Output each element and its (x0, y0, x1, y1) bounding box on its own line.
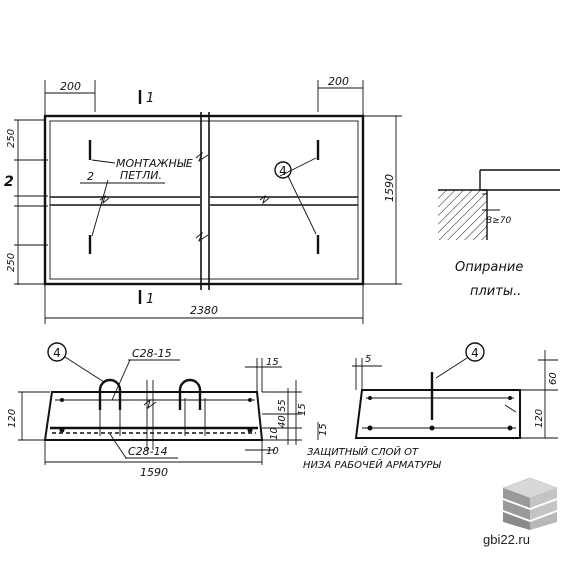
dim-15b: 15 (297, 403, 308, 416)
note-line2: НИЗА РАБОЧЕЙ АРМАТУРЫ (303, 458, 441, 471)
dim-15-top: 15 (266, 357, 279, 368)
break-mark-plan-bottom (195, 231, 209, 243)
section-short: 4 5 60 120 (352, 342, 559, 439)
section-loop-left (98, 378, 122, 410)
watermark-logo (502, 477, 558, 530)
callout-circle-short (465, 342, 485, 362)
section-mark-bottom: 1 (146, 292, 154, 307)
section-short-outline (354, 389, 521, 439)
section-mark-top: 1 (146, 91, 154, 106)
dim-5: 5 (365, 354, 371, 365)
dim-120-short: 120 (534, 409, 545, 428)
bar-label-c28-14: С28-14 (128, 445, 168, 458)
callout-number-short: 4 (471, 346, 479, 360)
support-detail: B≥70 Опирание плиты.. (438, 169, 560, 299)
callout-number-plan: 4 (279, 164, 287, 178)
dim-10a: 10 (269, 427, 280, 440)
support-caption-line1: Опирание (455, 260, 523, 275)
section-long: 4 С28-15 С28-14 120 1590 15 55 40 10 (7, 342, 441, 479)
dim-250-bottom: 250 (6, 253, 17, 272)
dim-10b: 10 (266, 446, 279, 457)
dim-55: 55 (277, 399, 288, 412)
dim-200-left: 200 (60, 80, 81, 93)
support-caption-line2: плиты.. (470, 284, 521, 299)
dim-2380: 2380 (190, 304, 218, 317)
loop-label-line1: МОНТАЖНЫЕ (116, 157, 193, 170)
plan-view: 4 МОНТАЖНЫЕ ПЕТЛИ. 2 200 200 1 1 250 250… (4, 75, 402, 324)
dim-15c: 15 (318, 423, 329, 436)
callout-number-long: 4 (53, 346, 61, 360)
slab-outline-outer (43, 114, 365, 286)
dim-1590-plan: 1590 (383, 174, 396, 202)
callout-circle-plan (274, 161, 292, 179)
dim-1590-long: 1590 (140, 466, 168, 479)
bar-label-c28-15: С28-15 (132, 347, 172, 360)
callout-circle-long (47, 342, 67, 362)
note-line1: ЗАЩИТНЫЙ СЛОЙ ОТ (307, 445, 419, 458)
loop-label-num: 2 (87, 170, 94, 183)
dim-40: 40 (277, 415, 288, 428)
dim-b-70: B≥70 (486, 216, 511, 226)
dim-250-top: 250 (6, 129, 17, 148)
watermark-text: gbi22.ru (483, 532, 530, 547)
break-mark-plan-top (195, 151, 209, 163)
dim-200-right: 200 (328, 75, 349, 88)
support-wall-hatch (438, 190, 487, 240)
slab-outline-inner (49, 120, 359, 280)
loop-label-line2: ПЕТЛИ. (120, 169, 162, 182)
dim-2: 2 (4, 174, 14, 190)
section-loop-right (178, 378, 202, 410)
dim-120-long: 120 (7, 409, 18, 428)
dim-60: 60 (548, 372, 559, 385)
